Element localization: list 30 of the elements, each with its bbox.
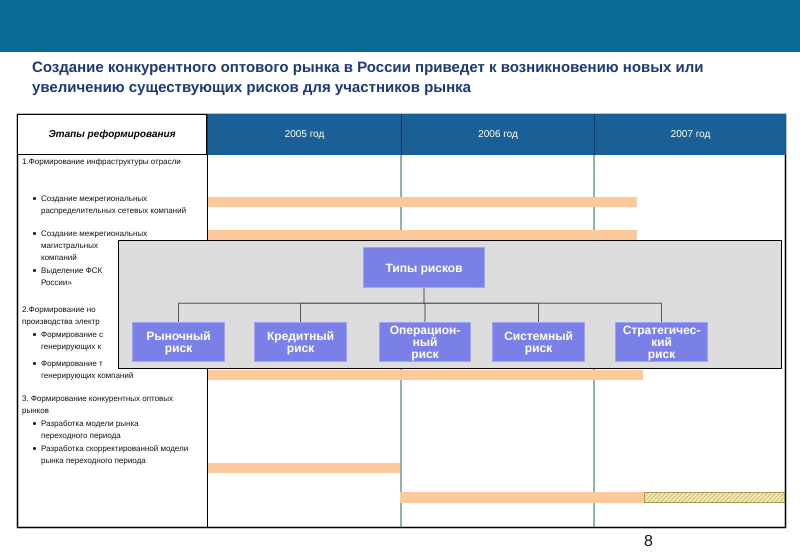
risk-box: Типы рисков	[363, 247, 485, 288]
risk-box: Стратегичес- кий риск	[615, 322, 708, 362]
stage-text: Создание межрегиональных	[41, 228, 148, 240]
stage-text: Разработка модели рынка переходного периода	[41, 418, 140, 442]
stage-text: производства электр	[22, 316, 100, 328]
stage-text: Выделение ФСК	[41, 265, 102, 277]
risk-box: Кредитный риск	[254, 322, 347, 362]
table-header-cell: 2006 год	[401, 114, 594, 155]
risk-box: Рыночный риск	[132, 322, 225, 362]
stage-text: Формирование т	[41, 358, 103, 370]
slide-title: Создание конкурентного оптового рынка в России приведет к возникновению новых или увеличению существующих рисков для участников рынка	[32, 58, 705, 98]
stage-heading: 1.Формирование инфраструктуры отрасли	[22, 156, 182, 168]
stage-text: компаний	[41, 252, 77, 264]
stage-text: генерирующих компаний	[41, 370, 134, 382]
stage-text: Разработка скорректированной модели рынка переходного периода	[41, 443, 190, 467]
stage-heading: 2.Формирование но	[22, 304, 96, 316]
connector-line	[424, 288, 662, 322]
overlay-panel	[118, 240, 782, 369]
stage-text: Формирование с	[41, 329, 104, 341]
stage-heading: 3. Формирование конкурентных оптовых рынков	[22, 393, 174, 417]
stage-text: Создание межрегиональных распределительных сетевых компаний	[41, 193, 188, 217]
risk-box: Системный риск	[492, 322, 585, 362]
page-number: 8	[644, 533, 653, 551]
table-header-cell: 2005 год	[207, 114, 401, 155]
table-header-cell: Этапы реформирования	[17, 114, 207, 155]
stage-text: генерирующих к	[41, 341, 102, 353]
table-header-cell: 2007 год	[594, 114, 786, 155]
risk-box: Операцион- ный риск	[379, 322, 471, 362]
stage-text: магистральных	[41, 240, 98, 252]
stage-text: России»	[41, 277, 72, 289]
